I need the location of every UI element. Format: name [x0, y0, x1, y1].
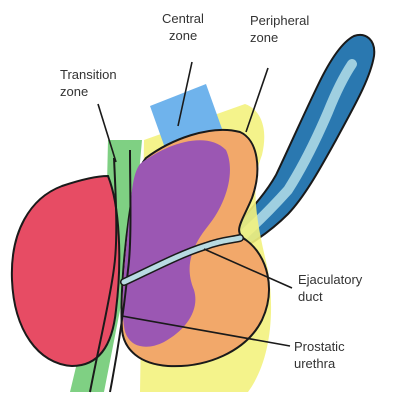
- transition-zone-label-line1: Transition: [60, 66, 117, 83]
- prostatic-urethra-label-line1: Prostatic: [294, 338, 345, 355]
- transition-zone-label: Transition zone: [60, 66, 117, 100]
- prostatic-urethra-label: Prostatic urethra: [294, 338, 345, 372]
- ejaculatory-duct-label-line2: duct: [298, 288, 362, 305]
- ejaculatory-duct-label-line1: Ejaculatory: [298, 271, 362, 288]
- peripheral-zone-label-line2: zone: [250, 29, 309, 46]
- transition-zone-lobe: [12, 176, 119, 366]
- prostatic-urethra-label-line2: urethra: [294, 355, 345, 372]
- central-zone-label-line2: zone: [162, 27, 204, 44]
- leader-line-transition-zone: [98, 104, 116, 162]
- peripheral-zone-label-line1: Peripheral: [250, 12, 309, 29]
- peripheral-zone-label: Peripheral zone: [250, 12, 309, 46]
- central-zone-label-line1: Central: [162, 10, 204, 27]
- transition-zone-label-line2: zone: [60, 83, 117, 100]
- central-zone-label: Central zone: [162, 10, 204, 44]
- ejaculatory-duct-label: Ejaculatory duct: [298, 271, 362, 305]
